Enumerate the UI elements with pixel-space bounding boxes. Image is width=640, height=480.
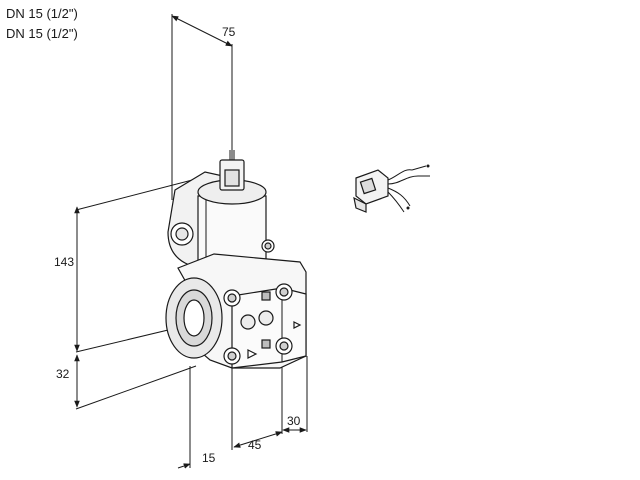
dim-side-width: 45 [248,438,262,452]
connector-plug [353,164,430,213]
nominal-size-label-2: DN 15 (1/2") [6,26,78,41]
dim-base-height: 32 [56,367,70,381]
dim-flange-width: 30 [287,414,301,428]
dim-height: 143 [54,255,74,269]
valve-body [165,150,307,369]
dim-top-width: 75 [222,25,236,39]
dimension-lines [74,14,308,469]
dim-front-offset: 15 [202,451,216,465]
nominal-size-label-1: DN 15 (1/2") [6,6,78,21]
